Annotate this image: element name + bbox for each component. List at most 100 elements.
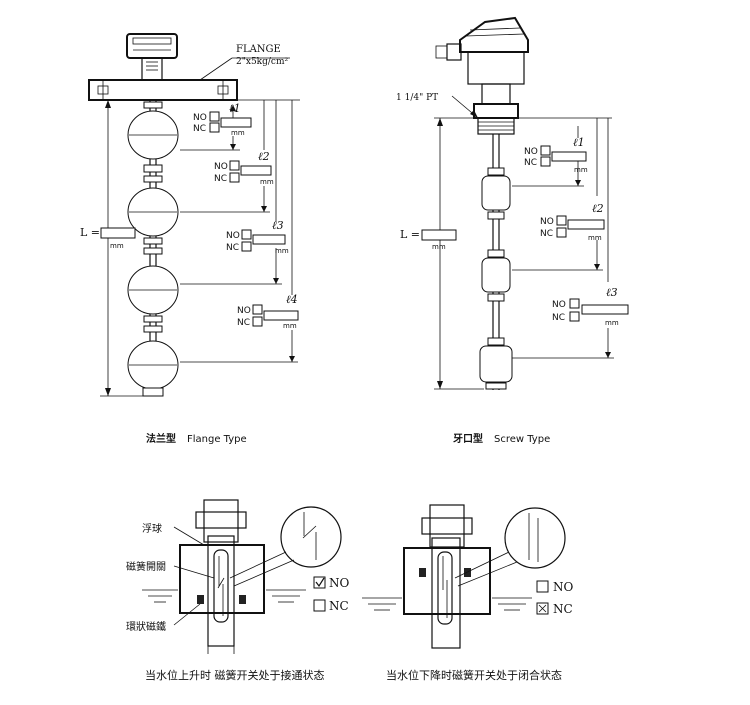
screw-float-1 bbox=[481, 175, 511, 211]
right-magnet-r bbox=[464, 568, 471, 577]
flange-L-input[interactable] bbox=[100, 227, 136, 239]
screw-sw2-no: NO bbox=[540, 217, 554, 227]
screw-head bbox=[459, 16, 529, 53]
flange-sw4-input[interactable] bbox=[263, 310, 299, 321]
flange-sw1-nc: NC bbox=[193, 124, 206, 134]
screw-sw2-dim: ℓ2 bbox=[592, 202, 604, 215]
flange-junction-lid bbox=[132, 37, 172, 45]
flange-sw3-no: NO bbox=[226, 231, 240, 241]
flange-sw3-unit: mm bbox=[275, 247, 289, 255]
flange-sw2-input[interactable] bbox=[240, 165, 272, 176]
flange-L-unit: mm bbox=[110, 242, 124, 250]
screw-sw1-no-box[interactable] bbox=[540, 145, 551, 156]
right-nc-label: NC bbox=[553, 602, 573, 616]
left-reed-switch bbox=[213, 549, 229, 623]
left-caption: 当水位上升时 磁簧开关处于接通状态 bbox=[145, 668, 325, 682]
flange-sw2-no: NO bbox=[214, 162, 228, 172]
screw-caption-en: Screw Type bbox=[494, 434, 550, 445]
right-magnet-l bbox=[419, 568, 426, 577]
screw-sw3-no: NO bbox=[552, 300, 566, 310]
screw-sw3-input[interactable] bbox=[581, 304, 629, 315]
flange-sw1-input[interactable] bbox=[220, 117, 252, 128]
right-reed-switch bbox=[437, 551, 453, 625]
flange-sw2-nc-box[interactable] bbox=[229, 172, 240, 183]
screw-L-input[interactable] bbox=[421, 229, 457, 241]
screw-switch-2: NO NC ℓ2 mm bbox=[540, 202, 605, 242]
screw-sw1-no: NO bbox=[524, 147, 538, 157]
flange-sw4-no-box[interactable] bbox=[252, 304, 263, 315]
flange-caption-cn: 法兰型 bbox=[146, 432, 176, 445]
flange-switch-2: NO NC ℓ2 mm bbox=[214, 150, 274, 186]
left-magnifier bbox=[280, 506, 342, 568]
flange-sw3-input[interactable] bbox=[252, 234, 286, 245]
right-magnifier bbox=[504, 507, 566, 569]
screw-float-2 bbox=[481, 257, 511, 293]
screw-sw2-nc-box[interactable] bbox=[556, 227, 567, 238]
flange-sw3-no-box[interactable] bbox=[241, 229, 252, 240]
label-magnet: 環狀磁鐵 bbox=[126, 620, 166, 633]
flange-sw1-dim: ℓ1 bbox=[229, 102, 241, 115]
flange-L-label: L = bbox=[80, 226, 100, 239]
flange-sw4-unit: mm bbox=[283, 322, 297, 330]
left-float-body bbox=[179, 544, 265, 614]
flange-junction-box bbox=[126, 33, 178, 59]
flange-sw1-no-box[interactable] bbox=[209, 111, 220, 122]
screw-thread-label: 1 1/4" PT bbox=[396, 93, 438, 103]
screw-sw1-dim: ℓ1 bbox=[573, 136, 585, 149]
operation-right: NO NC 当水位下降时磁簧开关处于闭合状态 bbox=[362, 504, 574, 682]
screw-sw3-dim: ℓ3 bbox=[606, 286, 618, 299]
flange-sw1-nc-box[interactable] bbox=[209, 122, 220, 133]
right-caption: 当水位下降时磁簧开关处于闭合状态 bbox=[386, 668, 562, 682]
screw-sw2-input[interactable] bbox=[567, 219, 605, 230]
left-nc-checkbox[interactable] bbox=[313, 599, 326, 612]
screw-L-label: L = bbox=[400, 228, 420, 241]
screw-sw1-unit: mm bbox=[574, 166, 588, 174]
screw-sw1-input[interactable] bbox=[551, 151, 587, 162]
flange-caption-en: Flange Type bbox=[187, 434, 247, 445]
left-no-label: NO bbox=[329, 576, 350, 590]
screw-cable-gland bbox=[446, 43, 462, 61]
flange-sw3-nc: NC bbox=[226, 243, 239, 253]
screw-sw3-nc-box[interactable] bbox=[569, 311, 580, 322]
flange-sw2-nc: NC bbox=[214, 174, 227, 184]
screw-L-unit: mm bbox=[432, 243, 446, 251]
flange-sw4-dim: ℓ4 bbox=[286, 293, 298, 306]
left-magnet-l bbox=[197, 595, 204, 604]
screw-switch-1: NO NC ℓ1 mm bbox=[524, 136, 588, 174]
left-magnet-r bbox=[239, 595, 246, 604]
screw-sw2-no-box[interactable] bbox=[556, 215, 567, 226]
right-no-label: NO bbox=[553, 580, 574, 594]
flange-sw2-dim: ℓ2 bbox=[258, 150, 270, 163]
screw-sw3-nc: NC bbox=[552, 313, 565, 323]
label-float: 浮球 bbox=[142, 522, 162, 535]
flange-sw2-no-box[interactable] bbox=[229, 160, 240, 171]
screw-sw3-no-box[interactable] bbox=[569, 298, 580, 309]
flange-callout-title: FLANGE bbox=[236, 44, 281, 55]
flange-type-drawing: FLANGE 2"x5kg/cm² L = mm NO NC ℓ1 mm NO … bbox=[80, 33, 300, 445]
flange-sw3-nc-box[interactable] bbox=[241, 241, 252, 252]
screw-float-3 bbox=[479, 345, 513, 383]
operation-left: 浮球 磁簧開關 環狀磁鐵 NO NC 当水位上升时 磁簧开关处于接通状态 bbox=[126, 499, 350, 682]
screw-sw1-nc-box[interactable] bbox=[540, 156, 551, 167]
screw-caption-cn: 牙口型 bbox=[453, 432, 483, 445]
right-no-checkbox[interactable] bbox=[536, 580, 549, 593]
flange-sw2-unit: mm bbox=[260, 178, 274, 186]
flange-sw4-nc-box[interactable] bbox=[252, 316, 263, 327]
screw-sw2-unit: mm bbox=[588, 234, 602, 242]
screw-sw1-nc: NC bbox=[524, 158, 537, 168]
flange-switch-1: NO NC ℓ1 mm bbox=[193, 102, 252, 137]
flange-sw1-no: NO bbox=[193, 113, 207, 123]
left-no-checkbox[interactable] bbox=[313, 576, 326, 589]
left-inner-tube bbox=[207, 535, 235, 647]
label-reed: 磁簧開關 bbox=[126, 560, 166, 573]
flange-switch-4: NO NC ℓ4 mm bbox=[237, 293, 299, 330]
flange-callout-spec: 2"x5kg/cm² bbox=[236, 57, 288, 67]
screw-sw2-nc: NC bbox=[540, 229, 553, 239]
flange-sw4-nc: NC bbox=[237, 318, 250, 328]
screw-sw3-unit: mm bbox=[605, 319, 619, 327]
left-nc-label: NC bbox=[329, 599, 349, 613]
screw-hex bbox=[473, 103, 519, 119]
screw-type-drawing: 1 1/4" PT L = mm NO NC ℓ1 mm NO NC ℓ2 mm… bbox=[396, 16, 629, 445]
flange-plate bbox=[88, 79, 238, 101]
